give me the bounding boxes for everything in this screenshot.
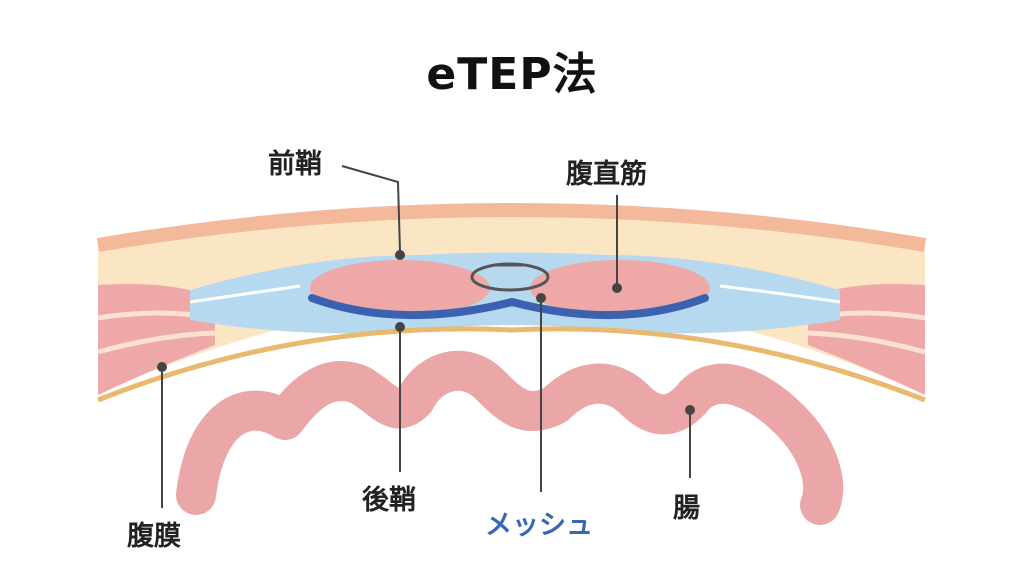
lateral-muscle-stripe-right-2 <box>807 330 926 355</box>
fascia-white-line-2 <box>719 284 841 304</box>
subcutaneous-fat <box>98 210 925 395</box>
lateral-muscle-stripe-left-2 <box>97 330 216 355</box>
leader-dot-mesh <box>536 293 546 303</box>
leader-dot-rectus-muscle <box>612 283 622 293</box>
leader-dot-peritoneum <box>157 362 167 372</box>
leader-dot-posterior-sheath <box>395 322 405 332</box>
leader-dot-anterior-sheath <box>395 250 405 260</box>
mesh <box>308 294 709 320</box>
diagram-title: eTEP法 <box>426 49 598 100</box>
label-rectus-muscle: 腹直筋 <box>566 159 647 190</box>
label-mesh: メッシュ <box>485 510 593 541</box>
leader-line-anterior-sheath <box>341 165 401 253</box>
skin-layer <box>96 203 927 252</box>
label-intestine: 腸 <box>673 493 700 524</box>
label-peritoneum: 腹膜 <box>127 521 181 552</box>
label-anterior-sheath: 前鞘 <box>268 149 322 180</box>
label-posterior-sheath: 後鞘 <box>362 485 416 516</box>
intestine <box>176 350 844 525</box>
leader-dot-intestine <box>685 405 695 415</box>
rectus-muscle-left <box>310 260 490 316</box>
fascia-white-line <box>189 284 301 304</box>
peritoneum-line <box>97 326 926 403</box>
